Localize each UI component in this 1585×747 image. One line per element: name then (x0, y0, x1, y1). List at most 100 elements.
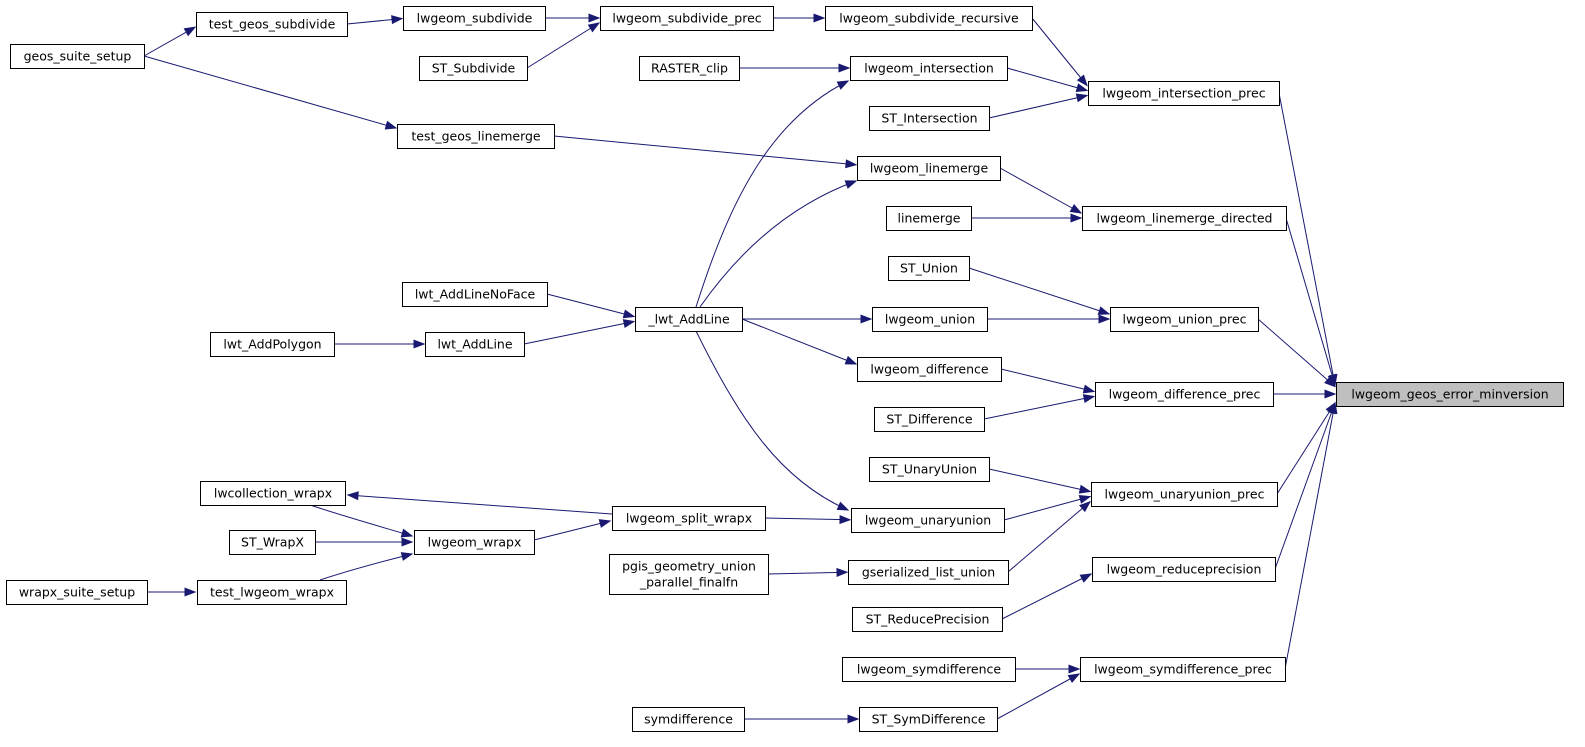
edge-lwgeom_linemerge_directed-to-lwgeom_geos_error_minversion (1285, 217, 1337, 387)
node-lwgeom_subdivide_recursive[interactable]: lwgeom_subdivide_recursive (825, 6, 1033, 31)
edge-line (1031, 17, 1088, 86)
edge-line (546, 293, 635, 317)
node-lwgeom_difference[interactable]: lwgeom_difference (857, 357, 1002, 382)
node-lwt_AddLine[interactable]: lwt_AddLine (425, 332, 525, 357)
node-lwgeom_wrapx[interactable]: lwgeom_wrapx (414, 530, 535, 555)
edge-arrowhead (1075, 93, 1089, 103)
edge-lwgeom_difference-to-lwgeom_difference_prec (1000, 368, 1096, 394)
edge-arrowhead (844, 355, 858, 365)
node-label: ST_SymDifference (872, 712, 986, 727)
edge-gserialized_list_union-to-lwgeom_unaryunion_prec (1007, 500, 1092, 573)
node-ST_Difference[interactable]: ST_Difference (874, 407, 985, 432)
edge-line (347, 494, 613, 515)
node-pgis_geometry_union_parallel_finalfn[interactable]: pgis_geometry_union_parallel_finalfn (609, 554, 769, 595)
node-box (869, 457, 990, 482)
node-wrapx_suite_setup[interactable]: wrapx_suite_setup (6, 580, 148, 605)
edge-line (143, 55, 397, 129)
node-box (851, 508, 1005, 533)
node-ST_ReducePrecision[interactable]: ST_ReducePrecision (852, 607, 1003, 632)
node-ST_Union[interactable]: ST_Union (888, 256, 970, 281)
node-lwcollection_wrapx[interactable]: lwcollection_wrapx (200, 481, 346, 506)
node-box (612, 506, 766, 531)
edge-arrowhead (346, 491, 359, 501)
node-label: lwgeom_geos_error_minversion (1351, 387, 1548, 402)
node-ST_SymDifference[interactable]: ST_SymDifference (859, 707, 998, 732)
edge-RASTER_clip-to-lwgeom_intersection (739, 63, 851, 73)
node-lwgeom_symdifference[interactable]: lwgeom_symdifference (842, 657, 1016, 682)
node-lwt_AddLineNoFace[interactable]: lwt_AddLineNoFace (402, 282, 548, 307)
node-lwgeom_linemerge_directed[interactable]: lwgeom_linemerge_directed (1082, 206, 1287, 231)
edge-arrowhead (1068, 664, 1081, 674)
node-lwgeom_linemerge[interactable]: lwgeom_linemerge (857, 156, 1001, 181)
node-RASTER_clip[interactable]: RASTER_clip (639, 56, 740, 81)
node-label: lwgeom_symdifference (857, 662, 1002, 677)
node-label: lwgeom_unaryunion (865, 513, 991, 528)
node-box (403, 6, 546, 31)
edge-test_geos_subdivide-to-lwgeom_subdivide (346, 15, 404, 25)
edge-arrowhead (860, 314, 873, 324)
node-geos_suite_setup[interactable]: geos_suite_setup (10, 44, 145, 69)
node-ST_Subdivide[interactable]: ST_Subdivide (419, 56, 528, 81)
node-box (852, 607, 1003, 632)
edge-line (699, 180, 857, 308)
edge-arrowhead (1098, 314, 1111, 324)
node-lwgeom_unaryunion_prec[interactable]: lwgeom_unaryunion_prec (1091, 482, 1278, 507)
node-lwgeom_subdivide[interactable]: lwgeom_subdivide (403, 6, 546, 31)
node-box (609, 554, 769, 595)
node-_lwt_AddLine[interactable]: _lwt_AddLine (635, 307, 743, 332)
node-label: _parallel_finalfn (639, 575, 738, 590)
edge-arrowhead (400, 528, 414, 538)
edge-line (526, 22, 600, 69)
node-test_lwgeom_wrapx[interactable]: test_lwgeom_wrapx (197, 580, 347, 605)
node-lwgeom_subdivide_prec[interactable]: lwgeom_subdivide_prec (600, 6, 774, 31)
node-lwgeom_difference_prec[interactable]: lwgeom_difference_prec (1095, 382, 1274, 407)
node-label: lwgeom_subdivide_recursive (839, 11, 1019, 26)
edge-_lwt_AddLine-to-lwgeom_difference (741, 318, 858, 365)
edge-test_lwgeom_wrapx-to-lwgeom_wrapx (319, 552, 414, 581)
edge-lwgeom_wrapx-to-lwgeom_split_wrapx (533, 519, 612, 541)
node-box (197, 580, 347, 605)
node-label: lwgeom_symdifference_prec (1094, 662, 1272, 677)
node-lwgeom_union[interactable]: lwgeom_union (872, 307, 988, 332)
node-box (402, 282, 548, 307)
edge-line (1007, 501, 1091, 573)
node-test_geos_subdivide[interactable]: test_geos_subdivide (196, 12, 348, 37)
edge-arrowhead (844, 180, 858, 189)
edge-line (983, 396, 1095, 420)
node-lwgeom_unaryunion[interactable]: lwgeom_unaryunion (851, 508, 1005, 533)
edge-line (968, 267, 1110, 315)
node-box (200, 481, 346, 506)
node-symdifference[interactable]: symdifference (632, 707, 745, 732)
node-box (842, 657, 1016, 682)
edge-ST_Difference-to-lwgeom_difference_prec (983, 394, 1096, 420)
node-label: ST_Union (900, 261, 958, 276)
node-lwgeom_intersection[interactable]: lwgeom_intersection (850, 56, 1008, 81)
node-lwgeom_geos_error_minversion[interactable]: lwgeom_geos_error_minversion (1336, 382, 1564, 407)
node-box (229, 530, 316, 555)
node-gserialized_list_union[interactable]: gserialized_list_union (848, 560, 1009, 585)
node-lwt_AddPolygon[interactable]: lwt_AddPolygon (210, 332, 335, 357)
node-lwgeom_intersection_prec[interactable]: lwgeom_intersection_prec (1088, 81, 1280, 106)
edge-_lwt_AddLine-to-lwgeom_intersection (695, 80, 850, 308)
node-ST_Intersection[interactable]: ST_Intersection (869, 106, 990, 131)
node-ST_WrapX[interactable]: ST_WrapX (229, 530, 316, 555)
edge-line (1257, 318, 1336, 387)
node-lwgeom_split_wrapx[interactable]: lwgeom_split_wrapx (612, 506, 766, 531)
edge-line (988, 95, 1088, 119)
edge-ST_Subdivide-to-lwgeom_subdivide_prec (526, 22, 601, 69)
edge-lwgeom_split_wrapx-to-lwcollection_wrapx (346, 491, 613, 515)
node-lwgeom_reduceprecision[interactable]: lwgeom_reduceprecision (1092, 557, 1276, 582)
node-lwgeom_symdifference_prec[interactable]: lwgeom_symdifference_prec (1080, 657, 1286, 682)
edge-symdifference-to-ST_SymDifference (744, 714, 860, 724)
edge-lwgeom_difference_prec-to-lwgeom_geos_error_minversion (1273, 389, 1337, 399)
node-label: lwgeom_subdivide (417, 11, 533, 26)
edge-arrowhead (1070, 213, 1083, 223)
node-label: _lwt_AddLine (647, 312, 730, 327)
node-linemerge[interactable]: linemerge (886, 206, 972, 231)
node-label: lwt_AddLineNoFace (415, 287, 536, 302)
node-lwgeom_union_prec[interactable]: lwgeom_union_prec (1110, 307, 1259, 332)
node-label: ST_WrapX (241, 535, 304, 550)
node-ST_UnaryUnion[interactable]: ST_UnaryUnion (869, 457, 990, 482)
node-test_geos_linemerge[interactable]: test_geos_linemerge (397, 124, 555, 149)
node-label: ST_Subdivide (432, 61, 516, 76)
